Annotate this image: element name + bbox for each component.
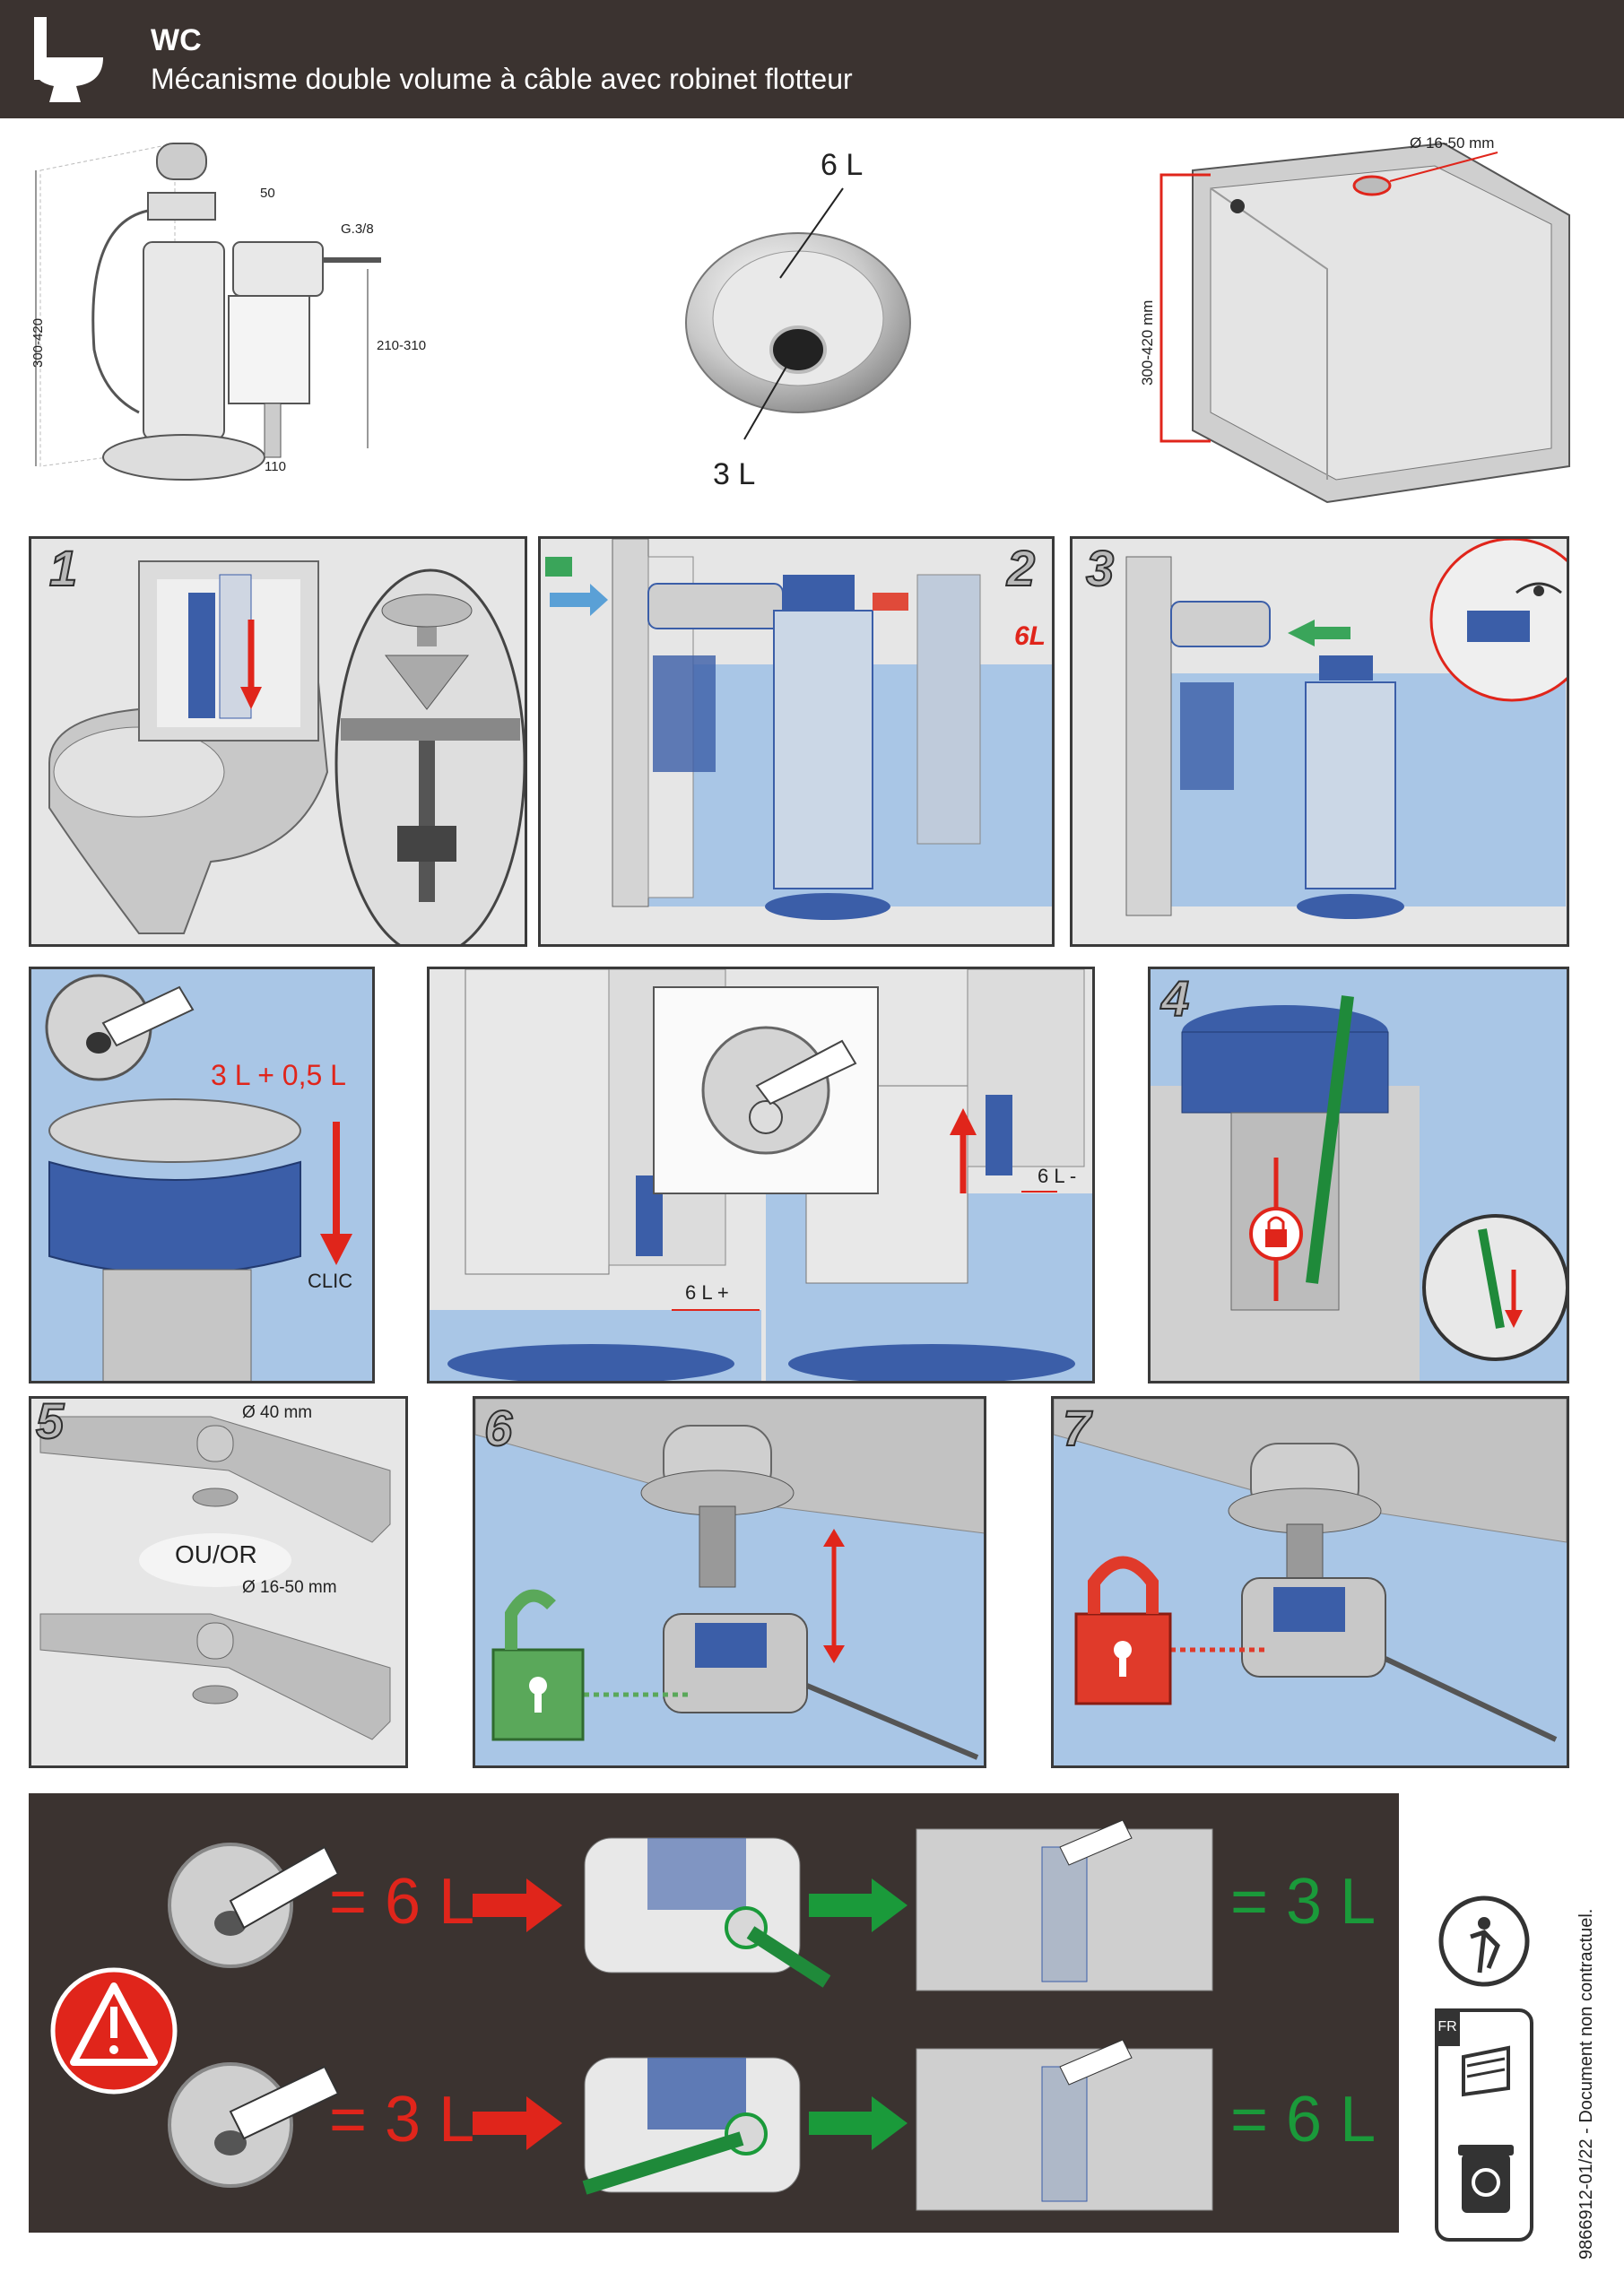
cistern-dimension-diagram: Ø 16-50 mm 300-420 mm [1139,134,1570,504]
step-7-number: 7 [1062,1399,1091,1457]
mechanism-dimension-diagram: 300-420 50 G.3/8 210-310 110 [30,143,426,481]
level-plus-label: 6 L + [685,1281,729,1304]
warning-row1-right: = 3 L [1230,1866,1376,1938]
button-full-label: 6 L [821,148,863,182]
tank-hole-label: Ø 16-50 mm [1410,134,1494,152]
step-2-illustration [545,539,1052,920]
step-2-tag: 6L [1014,621,1046,651]
step-3-illustration [1125,539,1567,919]
step-6-number: 6 [483,1399,513,1457]
warning-row1-left: = 6 L [329,1866,475,1938]
step-5-number: 5 [35,1396,65,1450]
step-4-number: 4 [1160,969,1190,1028]
sorting-info-panel: FR [1435,2008,1533,2242]
step-2-panel: 2 6L [538,536,1055,947]
or-label: OU/OR [175,1540,257,1568]
step-1-panel: 1 [29,536,527,947]
header-bar: WC Mécanisme double volume à câble avec … [0,0,1624,118]
recycle-bin-icon [1458,2145,1514,2213]
dim-50-label: 50 [260,186,275,201]
clip-panel: 3 L + 0,5 L CLIC [29,967,375,1384]
dim-height-label: 300-420 [30,318,46,368]
clip-volume-label: 3 L + 0,5 L [211,1059,346,1091]
level-adjust-panel: 6 L - 6 L + [427,967,1095,1384]
recycling-logo-icon [1438,1895,1530,1987]
step-7-panel: 7 [1051,1396,1569,1768]
step-3-number: 3 [1085,539,1115,597]
document-reference: 9866912-01/22 - Document non contractuel… [1576,1908,1596,2260]
level-minus-label: 6 L - [1038,1165,1077,1187]
step-5-illustration [39,1416,391,1740]
step-2-number: 2 [1006,539,1036,597]
dim-110-label: 110 [265,459,286,474]
dual-flush-button-diagram: 6 L 3 L [685,148,911,491]
step-1-number: 1 [48,539,78,597]
clip-label: CLIC [308,1270,353,1292]
warning-row2-right: = 6 L [1230,2084,1376,2156]
step-5-panel: 5 Ø 40 mm OU/OR Ø 16-50 mm [29,1396,408,1768]
clip-illustration [45,974,352,1381]
paper-sorting-icon [1462,2045,1510,2097]
step-4-illustration [1151,995,1567,1381]
step-4-panel: 4 [1148,967,1569,1384]
header-title: WC [151,23,202,57]
diam-16-50-label: Ø 16-50 mm [242,1578,337,1597]
warning-illustration [50,1819,1213,2211]
step-7-illustration [1054,1399,1567,1742]
lang-badge: FR [1435,2008,1460,2046]
step-6-illustration [475,1399,984,1760]
level-adjust-illustration [430,969,1092,1381]
button-half-label: 3 L [713,457,755,491]
dim-thread-label: G.3/8 [341,221,374,237]
step-3-panel: 3 [1070,536,1569,947]
step-1-illustration [48,560,525,944]
step-6-panel: 6 [473,1396,986,1768]
toilet-icon [34,17,103,102]
tank-height-label: 300-420 mm [1139,300,1156,386]
diam-40-label: Ø 40 mm [242,1403,313,1422]
warning-section: = 6 L = 3 L = 3 L = 6 L [29,1793,1399,2233]
header-subtitle: Mécanisme double volume à câble avec rob… [151,63,853,95]
dim-range-label: 210-310 [377,338,426,353]
warning-row2-left: = 3 L [329,2084,475,2156]
